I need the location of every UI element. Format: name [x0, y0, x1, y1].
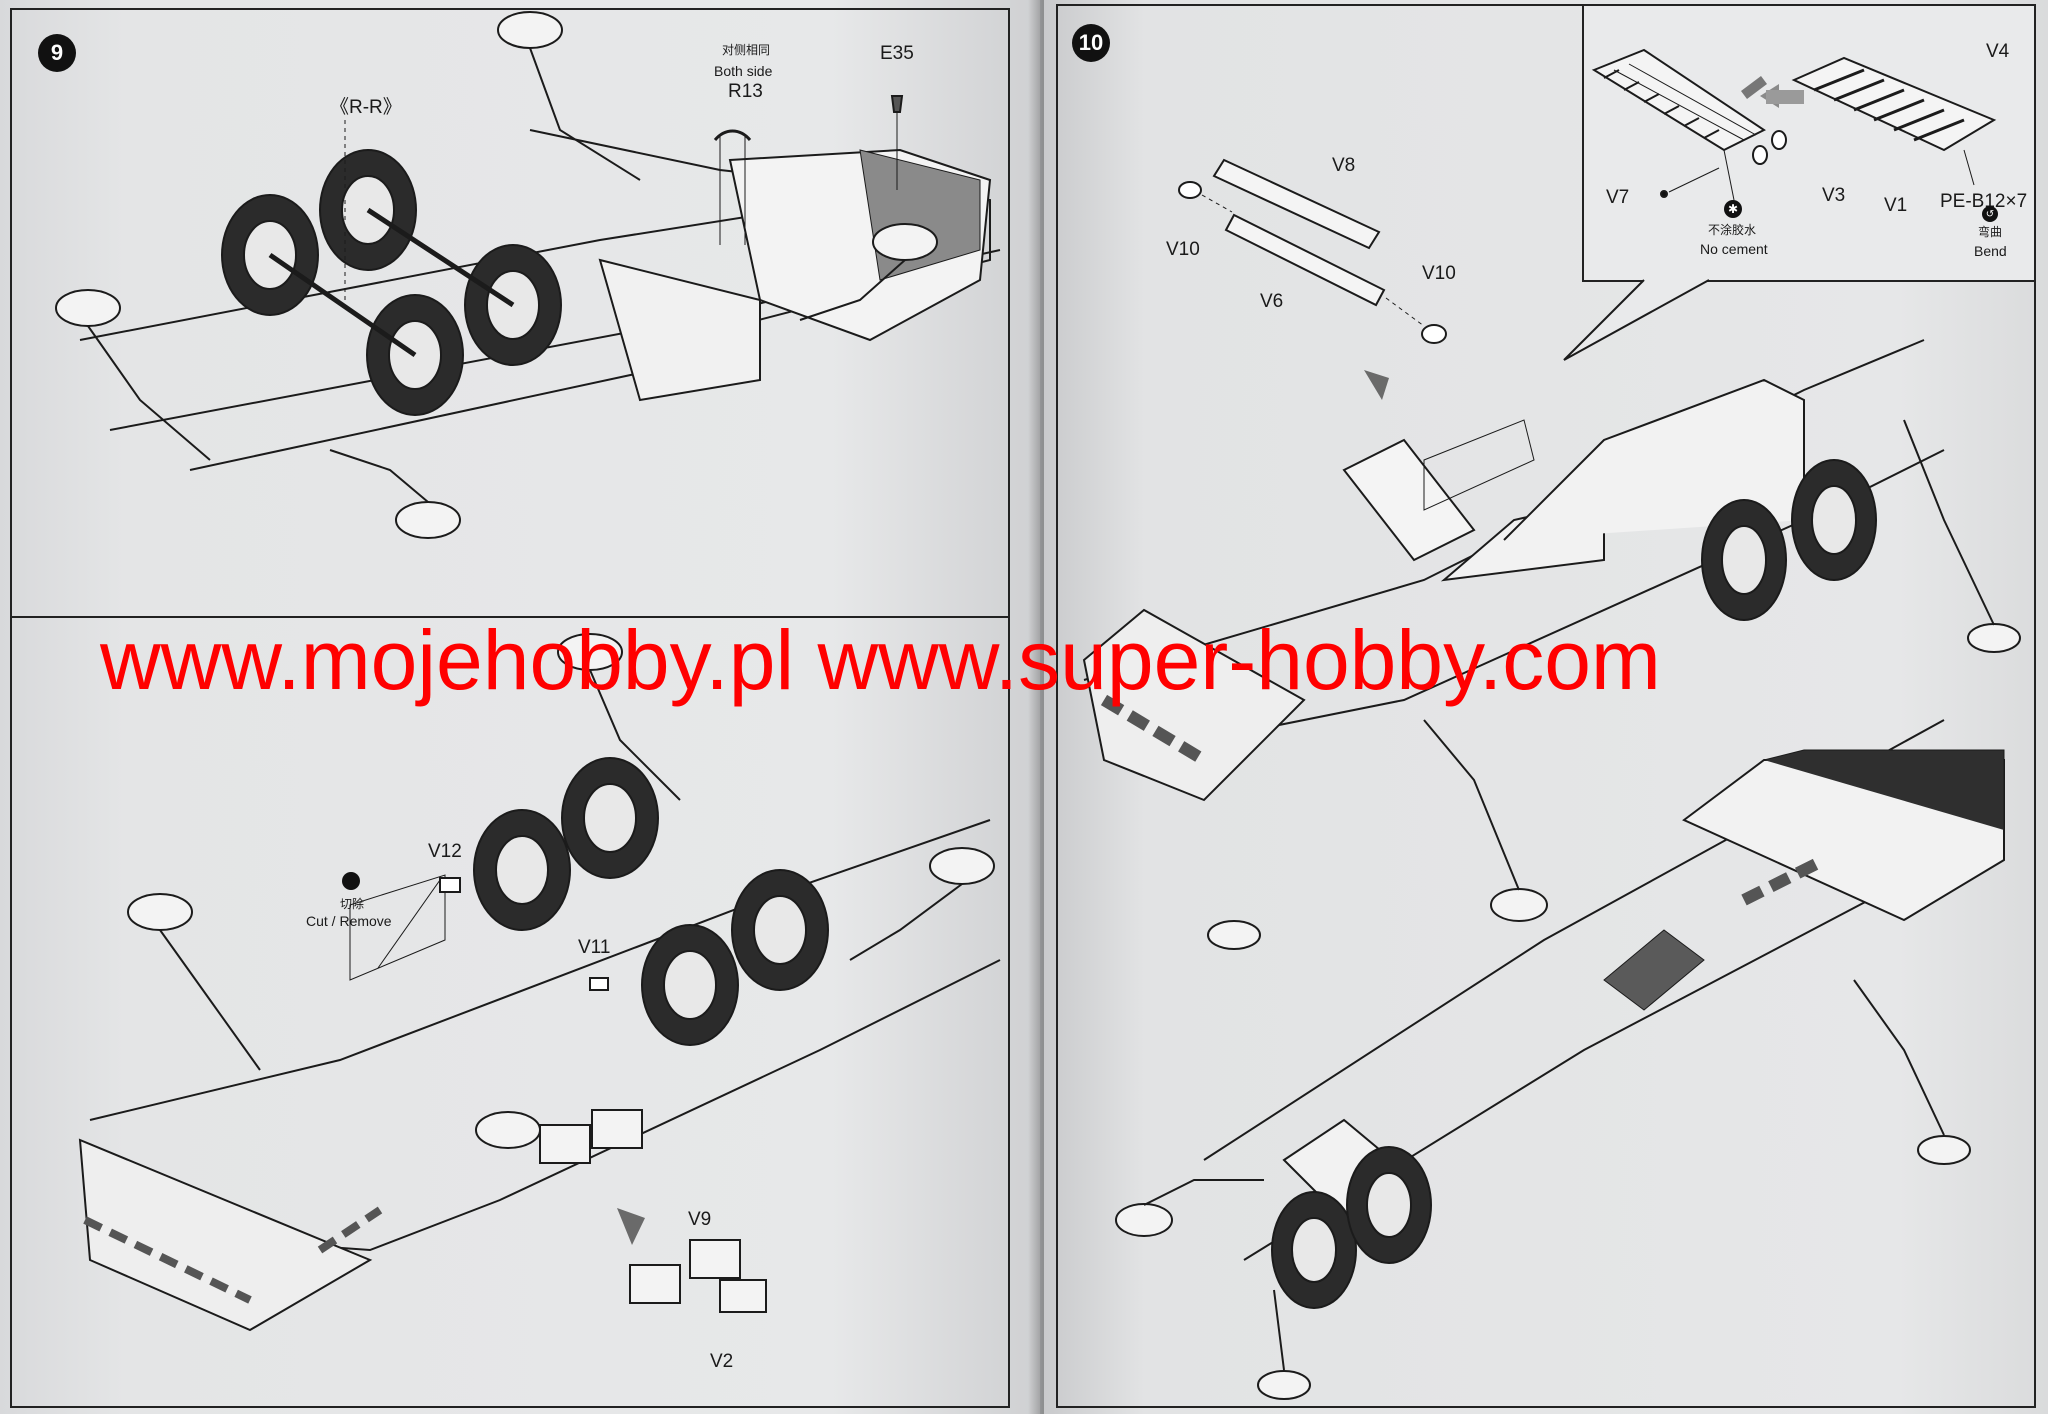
watermark-text: www.mojehobby.pl www.super-hobby.com — [100, 613, 1661, 707]
part-v11-label: V11 — [578, 937, 611, 958]
left-page: 9 — [0, 0, 1040, 1414]
step-10-drawing — [1082, 48, 2021, 1400]
step-10-badge: 10 — [1072, 24, 1110, 62]
part-v3-label: V3 — [1822, 185, 1846, 206]
left-page-frame — [10, 8, 1010, 1408]
step-9-drawing — [55, 11, 1001, 1332]
part-v8-label: V8 — [1332, 155, 1356, 176]
right-page-frame — [1056, 4, 2036, 1408]
no-cement-cn-label: 不涂胶水 — [1708, 223, 1757, 237]
pe-b12-label: PE-B12×7 — [1940, 191, 2028, 212]
cut-remove-label: Cut / Remove — [306, 913, 392, 929]
step-9-badge: 9 — [38, 34, 76, 72]
bend-icon: ↺ — [1982, 206, 1998, 222]
part-v6-label: V6 — [1260, 291, 1284, 312]
no-cement-label: No cement — [1700, 241, 1768, 257]
part-e35-label: E35 — [880, 43, 914, 64]
part-v1-label: V1 — [1884, 195, 1908, 216]
part-v9-label: V9 — [688, 1209, 712, 1230]
part-v2-label: V2 — [710, 1351, 734, 1372]
cut-icon — [342, 872, 360, 890]
detail-callout-box — [1582, 4, 2036, 282]
direction-arrow-icon — [1364, 84, 1804, 400]
part-v10-left-label: V10 — [1166, 239, 1200, 260]
bend-cn-label: 弯曲 — [1978, 225, 2003, 239]
part-v12-label: V12 — [428, 841, 462, 862]
rr-wheel-label: 《R-R》 — [330, 97, 402, 118]
direction-arrow-icon — [617, 1208, 645, 1245]
bend-label: Bend — [1974, 243, 2007, 259]
right-page: 10 — [1044, 0, 2048, 1414]
part-v10-right-label: V10 — [1422, 263, 1456, 284]
no-cement-icon: ✱ — [1724, 200, 1742, 218]
part-r13-label: R13 — [728, 81, 763, 102]
step-divider — [10, 616, 1010, 618]
cut-cn-label: 切除 — [340, 897, 365, 911]
part-v4-label: V4 — [1986, 41, 2010, 62]
both-side-cn-label: 对侧相同 — [722, 43, 771, 57]
part-v7-label: V7 — [1606, 187, 1630, 208]
both-side-label: Both side — [714, 63, 773, 79]
